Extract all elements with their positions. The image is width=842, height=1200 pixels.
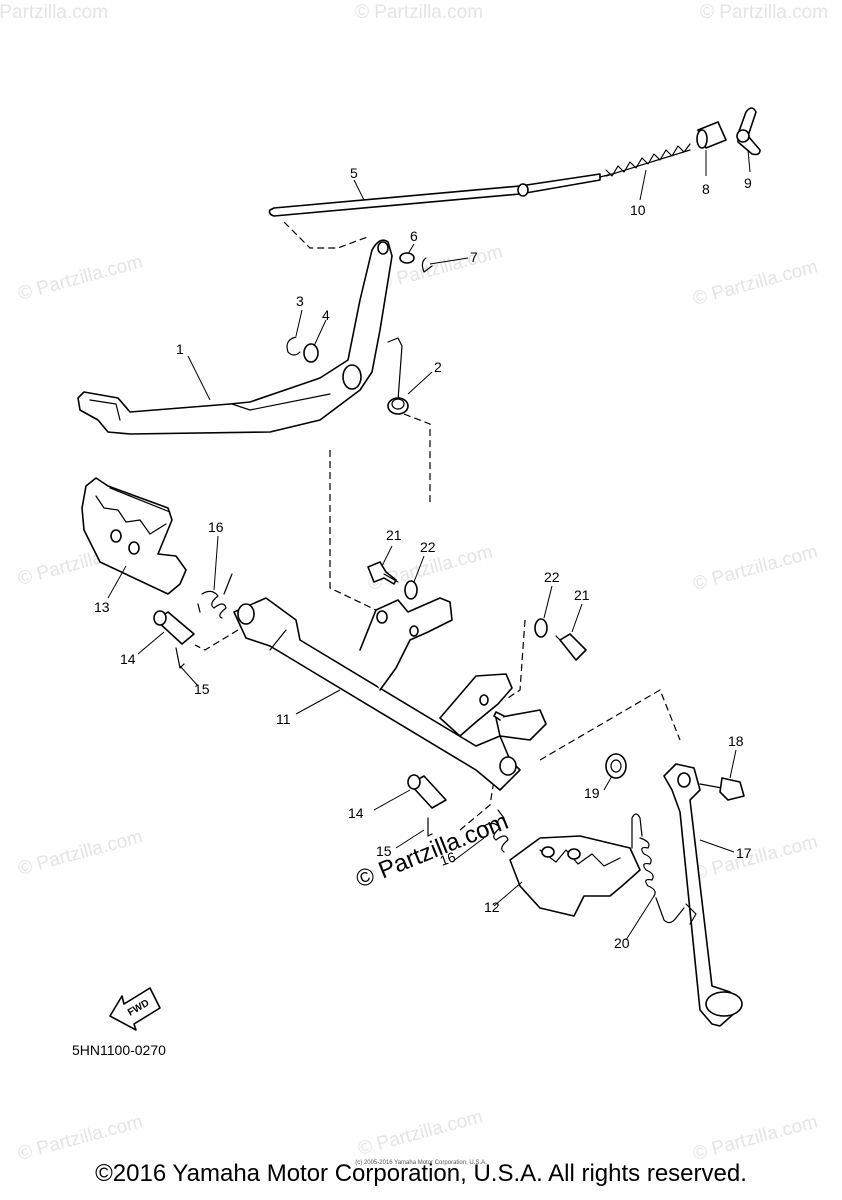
washer bbox=[534, 618, 548, 638]
callout-8: 8 bbox=[702, 181, 710, 197]
callout-21: 21 bbox=[386, 527, 402, 543]
wing-nut bbox=[736, 107, 761, 156]
callout-7: 7 bbox=[470, 249, 478, 265]
callout-5: 5 bbox=[350, 165, 358, 181]
cotter-pin bbox=[427, 817, 433, 837]
watermark: © Partzilla.com bbox=[691, 256, 820, 309]
sidestand bbox=[663, 763, 743, 1027]
callout-3: 3 bbox=[296, 293, 304, 309]
callout-17: 17 bbox=[736, 845, 752, 861]
callout-10: 10 bbox=[630, 202, 646, 218]
stand-nut bbox=[605, 753, 627, 779]
fwd-arrow: FWD bbox=[109, 987, 161, 1031]
part-code: 5HN1100-0270 bbox=[72, 1042, 166, 1058]
watermark: © Partzilla.com bbox=[700, 2, 828, 23]
callout-14: 14 bbox=[348, 805, 364, 821]
callout-labels: 5 1 2 3 4 6 7 8 9 10 21 22 16 13 14 15 1… bbox=[94, 165, 752, 951]
copyright-small: (c) 2005-2016 Yamaha Motor Corporation, … bbox=[355, 1160, 487, 1166]
washer bbox=[303, 343, 319, 363]
circlip bbox=[286, 336, 301, 356]
callout-22: 22 bbox=[420, 539, 436, 555]
watermark: © Partzilla.com bbox=[16, 826, 145, 879]
callout-11: 11 bbox=[276, 711, 291, 727]
footrest-spring bbox=[483, 809, 509, 853]
cotter-pin bbox=[421, 257, 433, 273]
brake-rod bbox=[268, 173, 613, 217]
washer bbox=[399, 252, 415, 264]
watermark: © Partzilla.com bbox=[16, 1111, 145, 1164]
callout-6: 6 bbox=[410, 228, 418, 244]
watermark: © Partzilla.com bbox=[691, 831, 820, 884]
callout-2: 2 bbox=[434, 359, 442, 375]
callout-21: 21 bbox=[574, 587, 590, 603]
callout-18: 18 bbox=[728, 733, 744, 749]
callout-20: 20 bbox=[614, 935, 630, 951]
footrest-pin bbox=[153, 610, 195, 645]
callout-9: 9 bbox=[744, 175, 752, 191]
cotter-pin bbox=[175, 647, 185, 669]
watermark: © Partzilla.com bbox=[691, 541, 820, 594]
return-spring bbox=[387, 337, 409, 415]
watermark: © Partzilla.com bbox=[355, 2, 483, 23]
rod-spring bbox=[605, 143, 691, 177]
callout-16: 16 bbox=[208, 519, 224, 535]
footrest-left bbox=[81, 477, 187, 595]
sidestand-spring bbox=[631, 813, 685, 924]
callout-1: 1 bbox=[176, 341, 184, 357]
callout-14: 14 bbox=[120, 651, 136, 667]
bolt bbox=[367, 561, 399, 585]
copyright-notice: ©2016 Yamaha Motor Corporation, U.S.A. A… bbox=[95, 1160, 747, 1187]
washer bbox=[404, 580, 418, 600]
brake-pedal bbox=[77, 239, 393, 435]
callout-12: 12 bbox=[484, 899, 500, 915]
rod-joint bbox=[696, 121, 727, 149]
footrest-shaft bbox=[233, 597, 547, 791]
callout-15: 15 bbox=[376, 843, 392, 859]
callout-16: 16 bbox=[438, 848, 458, 868]
callout-22: 22 bbox=[544, 569, 560, 585]
watermark: © Partzilla.com bbox=[376, 241, 505, 294]
watermark: © Partzilla.com bbox=[0, 2, 108, 23]
callout-15: 15 bbox=[194, 681, 210, 697]
footrest-right bbox=[509, 835, 641, 917]
callout-4: 4 bbox=[322, 307, 330, 323]
callout-13: 13 bbox=[94, 599, 110, 615]
callout-19: 19 bbox=[584, 785, 600, 801]
footrest-pin bbox=[407, 774, 447, 809]
stand-bolt bbox=[699, 777, 745, 801]
footrest-spring bbox=[197, 573, 233, 619]
bolt bbox=[555, 633, 587, 661]
leader-lines bbox=[107, 149, 751, 941]
assembly-lines bbox=[194, 221, 681, 831]
watermark: © Partzilla.com bbox=[16, 251, 145, 304]
watermark: © Partzilla.com bbox=[356, 1106, 485, 1159]
watermark: © Partzilla.com bbox=[691, 1111, 820, 1164]
